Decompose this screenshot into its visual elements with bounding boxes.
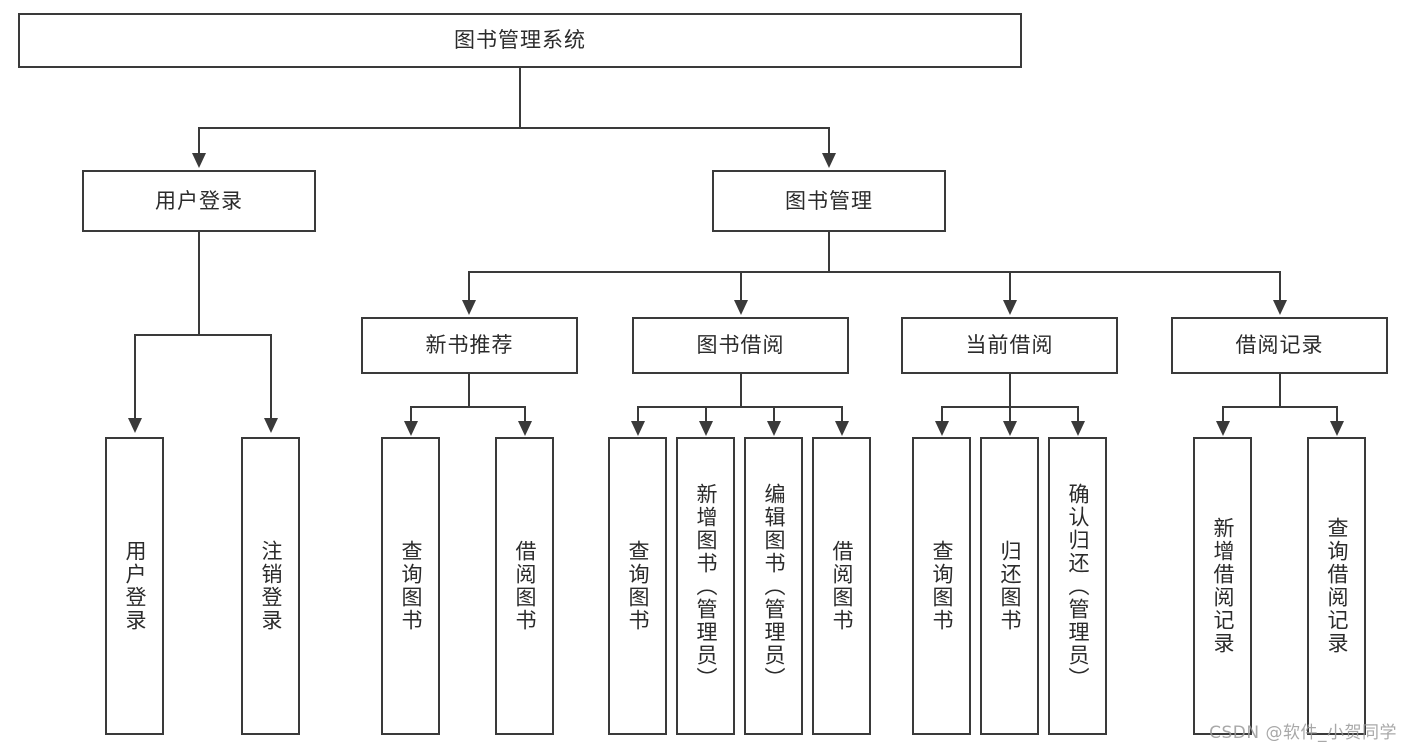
node-label: 新增图书（管理员） [694,482,718,690]
arrowhead-cb-to-leaf-3 [1071,421,1085,436]
node-label: 图书管理 [785,188,873,213]
leaf-new-book-recommend-1[interactable]: 查询图书 [381,437,440,735]
node-label: 归还图书 [998,540,1022,632]
leaf-book-borrow-3[interactable]: 编辑图书（管理员） [744,437,803,735]
node-label: 查询图书 [930,540,954,632]
connector-book-management-stem [828,232,830,272]
node-new-book-recommend[interactable]: 新书推荐 [361,317,578,374]
leaf-current-borrow-1[interactable]: 查询图书 [912,437,971,735]
connector-bm-to-borrow-record [1279,271,1281,301]
node-label: 用户登录 [155,188,243,213]
node-label: 注销登录 [259,540,283,632]
connector-br-stem [1279,374,1281,407]
connector-br-to-leaf-1 [1222,406,1224,422]
connector-bb-stem [740,374,742,407]
connector-bb-bus [637,406,842,408]
leaf-book-borrow-1[interactable]: 查询图书 [608,437,667,735]
connector-bm-to-new-book [468,271,470,301]
node-label: 图书管理系统 [454,28,586,53]
connector-user-login-to-leaf-2 [270,334,272,419]
arrowhead-bm-to-current-borrow [1003,300,1017,315]
leaf-current-borrow-2[interactable]: 归还图书 [980,437,1039,735]
arrowhead-bb-to-leaf-1 [631,421,645,436]
connector-root-stem [519,68,521,128]
connector-nbr-to-leaf-2 [524,406,526,422]
csdn-watermark: CSDN @软件_小贺同学 [1209,723,1397,743]
leaf-new-book-recommend-2[interactable]: 借阅图书 [495,437,554,735]
arrowhead-bb-to-leaf-2 [699,421,713,436]
connector-br-to-leaf-2 [1336,406,1338,422]
connector-cb-to-leaf-1 [941,406,943,422]
arrowhead-bm-to-book-borrow [734,300,748,315]
connector-root-bus [198,127,830,129]
leaf-borrow-record-1[interactable]: 新增借阅记录 [1193,437,1252,735]
leaf-book-borrow-4[interactable]: 借阅图书 [812,437,871,735]
arrowhead-bb-to-leaf-3 [767,421,781,436]
connector-nbr-bus [410,406,526,408]
node-label: 图书借阅 [696,333,785,358]
node-current-borrow[interactable]: 当前借阅 [901,317,1118,374]
arrowhead-bm-to-borrow-record [1273,300,1287,315]
leaf-user-login-1[interactable]: 用户登录 [105,437,164,735]
node-label: 确认归还（管理员） [1066,482,1090,690]
node-label: 借阅图书 [830,540,854,632]
connector-bb-to-leaf-3 [773,406,775,422]
node-label: 借阅图书 [513,540,537,632]
leaf-borrow-record-2[interactable]: 查询借阅记录 [1307,437,1366,735]
connector-nbr-to-leaf-1 [410,406,412,422]
arrowhead-cb-to-leaf-1 [935,421,949,436]
connector-user-login-bus [134,334,272,336]
arrowhead-br-to-leaf-1 [1216,421,1230,436]
connector-user-login-to-leaf-1 [134,334,136,419]
arrowhead-bm-to-new-book [462,300,476,315]
leaf-book-borrow-2[interactable]: 新增图书（管理员） [676,437,735,735]
connector-cb-to-leaf-2 [1009,406,1011,422]
arrowhead-nbr-to-leaf-1 [404,421,418,436]
connector-root-to-user-login [198,127,200,155]
node-label: 查询图书 [626,540,650,632]
leaf-user-login-2[interactable]: 注销登录 [241,437,300,735]
arrowhead-root-to-book-management [822,153,836,168]
node-label: 查询借阅记录 [1325,517,1349,655]
connector-cb-to-leaf-3 [1077,406,1079,422]
arrowhead-bb-to-leaf-4 [835,421,849,436]
node-label: 新书推荐 [425,333,514,358]
node-label: 当前借阅 [965,333,1054,358]
node-label: 查询图书 [399,540,423,632]
node-book-management[interactable]: 图书管理 [712,170,946,232]
connector-user-login-stem [198,232,200,335]
node-book-borrow[interactable]: 图书借阅 [632,317,849,374]
arrowhead-br-to-leaf-2 [1330,421,1344,436]
arrowhead-root-to-user-login [192,153,206,168]
connector-bb-to-leaf-2 [705,406,707,422]
node-user-login[interactable]: 用户登录 [82,170,316,232]
arrowhead-user-login-to-leaf-2 [264,418,278,433]
arrowhead-cb-to-leaf-2 [1003,421,1017,436]
connector-bm-to-current-borrow [1009,271,1011,301]
connector-bb-to-leaf-1 [637,406,639,422]
connector-cb-stem [1009,374,1011,407]
node-label: 用户登录 [123,540,147,632]
connector-root-to-book-management [828,127,830,155]
node-borrow-record[interactable]: 借阅记录 [1171,317,1388,374]
connector-br-bus [1222,406,1338,408]
leaf-current-borrow-3[interactable]: 确认归还（管理员） [1048,437,1107,735]
arrowhead-user-login-to-leaf-1 [128,418,142,433]
node-label: 编辑图书（管理员） [762,482,786,690]
connector-book-management-bus [468,271,1280,273]
node-label: 新增借阅记录 [1211,517,1235,655]
connector-bb-to-leaf-4 [841,406,843,422]
arrowhead-nbr-to-leaf-2 [518,421,532,436]
node-root-book-management-system[interactable]: 图书管理系统 [18,13,1022,68]
connector-nbr-stem [468,374,470,407]
connector-bm-to-book-borrow [740,271,742,301]
node-label: 借阅记录 [1235,333,1324,358]
